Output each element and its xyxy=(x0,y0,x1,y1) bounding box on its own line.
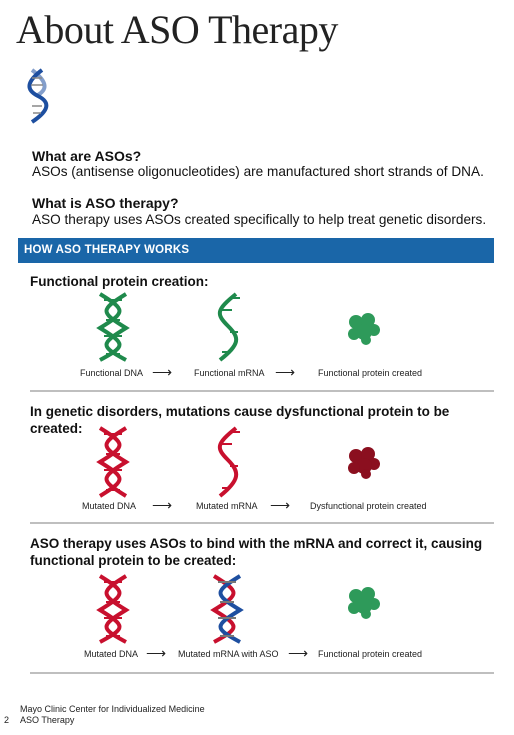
dna-helix-icon xyxy=(96,574,130,644)
label-mutated-mrna-with-aso: Mutated mRNA with ASO xyxy=(178,649,279,659)
dna-helix-icon xyxy=(96,426,130,498)
question-what-is-aso-therapy: What is ASO therapy? xyxy=(32,195,179,211)
question-what-are-asos: What are ASOs? xyxy=(32,148,142,164)
mrna-strand-icon xyxy=(217,292,240,362)
section-band: HOW ASO THERAPY WORKS xyxy=(18,238,494,263)
label-functional-protein: Functional protein created xyxy=(318,649,423,659)
dna-helix-icon xyxy=(27,68,49,124)
mrna-aso-icon xyxy=(210,574,244,644)
arrow-icon: ⟶ xyxy=(152,497,173,513)
page-title: About ASO Therapy xyxy=(16,7,338,52)
label-functional-mrna: Functional mRNA xyxy=(194,368,265,378)
answer-what-is-aso-therapy: ASO therapy uses ASOs created specifical… xyxy=(32,212,487,227)
divider xyxy=(30,390,494,392)
arrow-icon: ⟶ xyxy=(288,645,309,661)
protein-cluster-icon xyxy=(348,587,380,619)
divider xyxy=(30,672,494,674)
section-heading-aso-therapy: ASO therapy uses ASOs to bind with the m… xyxy=(30,536,483,568)
arrow-icon: ⟶ xyxy=(275,364,296,380)
label-dysfunctional-protein: Dysfunctional protein created xyxy=(310,501,427,511)
footer-org: Mayo Clinic Center for Individualized Me… xyxy=(20,704,205,714)
label-mutated-dna: Mutated DNA xyxy=(84,649,139,659)
dna-helix-icon xyxy=(96,292,130,362)
answer-what-are-asos: ASOs (antisense oligonucleotides) are ma… xyxy=(32,164,484,179)
section-heading-functional: Functional protein creation: xyxy=(30,274,209,289)
protein-cluster-icon xyxy=(348,447,380,479)
mrna-strand-icon xyxy=(217,426,240,498)
divider xyxy=(30,522,494,524)
section-band-label: HOW ASO THERAPY WORKS xyxy=(24,244,190,256)
protein-cluster-icon xyxy=(348,313,380,345)
section-heading-mutations: In genetic disorders, mutations cause dy… xyxy=(30,404,450,436)
arrow-icon: ⟶ xyxy=(152,364,173,380)
footer-doc-title: ASO Therapy xyxy=(20,715,75,725)
page-number: 2 xyxy=(4,715,10,725)
label-mutated-mrna: Mutated mRNA xyxy=(196,501,258,511)
arrow-icon: ⟶ xyxy=(146,645,167,661)
arrow-icon: ⟶ xyxy=(270,497,291,513)
label-mutated-dna: Mutated DNA xyxy=(82,501,137,511)
label-functional-protein: Functional protein created xyxy=(318,368,423,378)
label-functional-dna: Functional DNA xyxy=(80,368,144,378)
